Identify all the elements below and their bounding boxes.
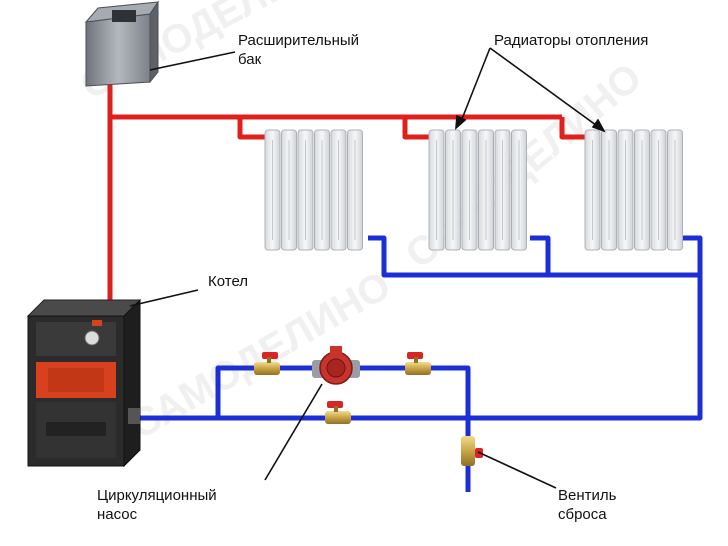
drain-valve-pointer [477,451,557,489]
supply-radiator1-pipe [237,117,268,140]
pump-label-line1: Циркуляционный [97,487,217,504]
boiler-pointer [129,289,199,307]
circulation-pump [312,346,360,385]
radiators-label: Радиаторы отопления [494,32,649,49]
supply-riser-pipe [107,67,115,300]
return-main-pipe [140,235,703,421]
supply-radiator2-pipe [402,117,432,140]
return-radiator2-pipe [530,235,551,275]
drain-valve [461,436,483,466]
expansion-tank-pointer [149,51,236,71]
boiler-label: Котел [208,273,249,290]
drain-valve-label-line2: сброса [558,506,607,523]
pump-pointer [264,383,323,481]
radiator-2 [428,129,527,251]
pump-label: Циркуляционный насос [97,486,217,524]
drain-valve-label: Вентиль сброса [558,486,616,524]
expansion-tank [84,0,160,87]
radiator-1 [264,129,363,251]
ball-valve-bottom [325,401,351,424]
return-collector-pipe [368,235,700,278]
ball-valve-left [254,352,280,375]
boiler [26,298,142,468]
expansion-tank-label-line2: бак [238,51,262,68]
radiator-3 [584,129,683,251]
expansion-tank-label-line1: Расширительный [238,32,360,49]
drain-valve-label-line1: Вентиль [558,487,617,504]
supply-radiator3-pipe [559,117,588,140]
radiators-pointer [455,47,606,133]
pump-label-line2: насос [97,506,138,523]
ball-valve-right [405,352,431,375]
boiler-gauge [84,330,100,346]
expansion-tank-label: Расширительный бак [238,31,359,69]
